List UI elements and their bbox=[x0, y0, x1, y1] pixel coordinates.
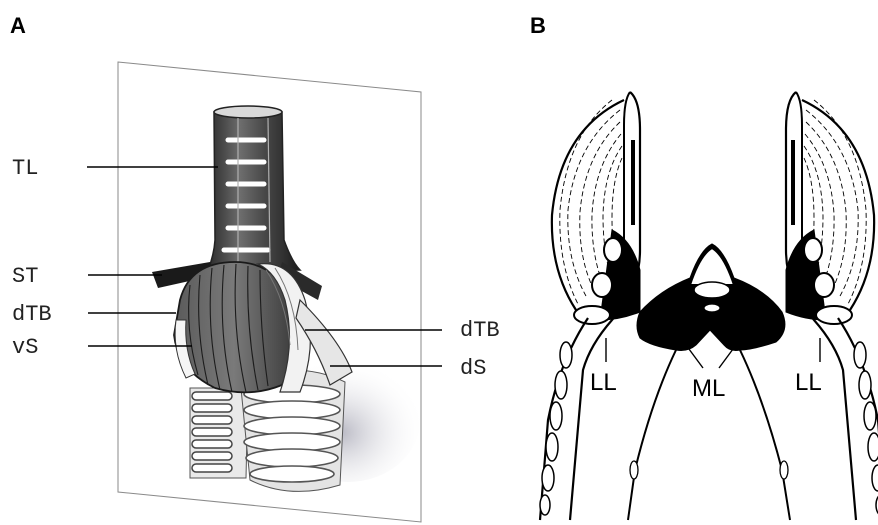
panel-a-letter: A bbox=[10, 13, 26, 38]
label-vs: vS bbox=[12, 335, 38, 360]
panel-b: B bbox=[530, 13, 878, 520]
label-ds: dS bbox=[460, 356, 486, 381]
label-st: ST bbox=[12, 264, 38, 289]
panel-b-letter: B bbox=[530, 13, 546, 38]
label-ll-left: LL bbox=[590, 369, 617, 396]
left-bronchus bbox=[190, 388, 248, 478]
label-dtb-left: dTB bbox=[12, 302, 52, 327]
left-syrinx-half bbox=[540, 92, 640, 520]
label-ml: ML bbox=[692, 375, 725, 402]
label-ll-right: LL bbox=[795, 369, 822, 396]
label-dtb-right: dTB bbox=[460, 318, 500, 343]
panel-a: A bbox=[10, 13, 500, 522]
label-tl: TL bbox=[12, 156, 38, 181]
right-syrinx-half bbox=[786, 92, 878, 520]
